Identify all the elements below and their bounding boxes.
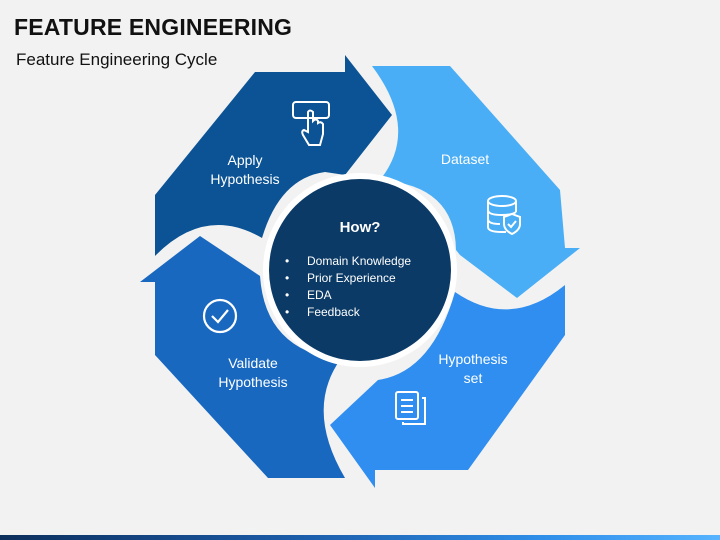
label-dataset: Dataset	[440, 151, 490, 167]
database-shield-icon	[487, 195, 521, 236]
segment-dataset	[372, 66, 580, 298]
segment-hypothesis-set	[330, 285, 565, 488]
segment-apply-hypothesis	[155, 55, 392, 256]
check-circle-icon	[202, 298, 238, 334]
hub-list-item: EDA	[283, 287, 411, 304]
segment-validate-hypothesis	[140, 236, 345, 478]
page-subtitle: Feature Engineering Cycle	[16, 50, 218, 69]
hub-list-item: Feedback	[283, 304, 411, 321]
page-title: FEATURE ENGINEERING	[14, 14, 293, 40]
footer-accent-bar	[0, 535, 720, 540]
hub-list-item: Domain Knowledge	[283, 253, 411, 270]
documents-icon	[395, 391, 426, 425]
hub-title: How?	[339, 219, 381, 236]
hub-list-item: Prior Experience	[283, 270, 411, 287]
click-button-icon	[292, 101, 330, 146]
hub-list: Domain Knowledge Prior Experience EDA Fe…	[283, 253, 411, 321]
